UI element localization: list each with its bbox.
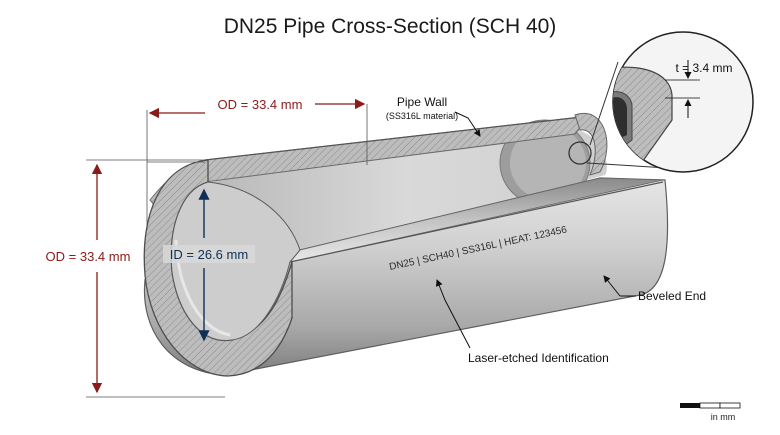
pipe-wall-material-label: (SS316L material) <box>386 111 458 121</box>
pipe-far-end-wall <box>574 112 608 176</box>
pipe-body <box>143 112 669 377</box>
laser-id-callout: Laser-etched Identification <box>435 279 609 365</box>
diagram-title: DN25 Pipe Cross-Section (SCH 40) <box>224 15 557 38</box>
laser-id-label: Laser-etched Identification <box>468 351 609 365</box>
pipe-far-bore-inner <box>510 126 586 200</box>
od-left-label: OD = 33.4 mm <box>46 249 131 264</box>
detail-magnifier: t = 3.4 mm <box>568 31 754 173</box>
od-left-dimension: OD = 33.4 mm <box>46 159 225 398</box>
pipe-wall-label: Pipe Wall <box>397 95 447 109</box>
beveled-end-callout: Beveled End <box>603 275 706 303</box>
id-label: ID = 26.6 mm <box>170 247 248 262</box>
scale-bar-label: in mm <box>711 412 736 422</box>
od-top-dimension: OD = 33.4 mm <box>146 97 368 230</box>
od-top-label: OD = 33.4 mm <box>218 97 303 112</box>
thickness-label: t = 3.4 mm <box>675 61 732 75</box>
detail-source-circle <box>568 141 592 165</box>
scale-bar: in mm <box>680 402 741 422</box>
id-dimension: ID = 26.6 mm <box>163 188 255 342</box>
pipe-wall-callout: Pipe Wall (SS316L material) <box>386 95 481 137</box>
beveled-end-label: Beveled End <box>638 289 706 303</box>
